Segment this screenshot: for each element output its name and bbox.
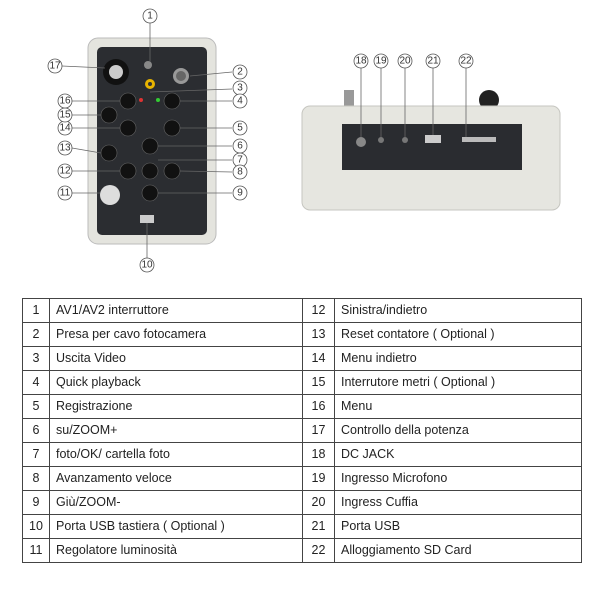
controller-front-view — [87, 37, 217, 245]
item-number: 15 — [302, 370, 335, 395]
item-description: Giù/ZOOM- — [49, 490, 303, 515]
callout-3: 3 — [237, 83, 243, 94]
callout-8: 8 — [237, 167, 243, 178]
item-number: 4 — [22, 370, 50, 395]
callout-11: 11 — [60, 188, 71, 199]
item-description: Presa per cavo fotocamera — [49, 322, 303, 347]
item-number: 17 — [302, 418, 335, 443]
item-number: 11 — [22, 538, 50, 563]
item-number: 8 — [22, 466, 50, 491]
item-number: 19 — [302, 466, 335, 491]
item-number: 5 — [22, 394, 50, 419]
callout-17: 17 — [49, 61, 61, 72]
item-description: su/ZOOM+ — [49, 418, 303, 443]
item-description: Ingress Cuffia — [334, 490, 582, 515]
item-number: 1 — [22, 298, 50, 323]
callout-7: 7 — [237, 155, 243, 166]
item-number: 7 — [22, 442, 50, 467]
item-description: Avanzamento veloce — [49, 466, 303, 491]
item-description: Regolatore luminosità — [49, 538, 303, 563]
item-number: 9 — [22, 490, 50, 515]
callout-19: 19 — [375, 56, 387, 67]
callout-2: 2 — [237, 67, 243, 78]
device-diagram: 1 2 3 4 5 6 7 8 9 10 11 12 13 14 15 16 1… — [47, 8, 561, 273]
item-description: AV1/AV2 interruttore — [49, 298, 303, 323]
callout-13: 13 — [59, 143, 71, 154]
callout-6: 6 — [237, 141, 243, 152]
item-number: 2 — [22, 322, 50, 347]
callout-5: 5 — [237, 123, 243, 134]
callout-18: 18 — [355, 56, 367, 67]
item-description: Porta USB — [334, 514, 582, 539]
item-description: Reset contatore ( Optional ) — [334, 322, 582, 347]
item-number: 16 — [302, 394, 335, 419]
item-description: Porta USB tastiera ( Optional ) — [49, 514, 303, 539]
callout-20: 20 — [399, 56, 411, 67]
item-description: Menu indietro — [334, 346, 582, 371]
item-number: 14 — [302, 346, 335, 371]
item-description: Menu — [334, 394, 582, 419]
callout-12: 12 — [59, 166, 71, 177]
item-description: Interrutore metri ( Optional ) — [334, 370, 582, 395]
item-description: Uscita Video — [49, 346, 303, 371]
callout-4: 4 — [237, 96, 243, 107]
item-description: Alloggiamento SD Card — [334, 538, 582, 563]
callout-10: 10 — [141, 260, 153, 271]
controller-side-view — [301, 90, 561, 211]
callout-9: 9 — [237, 188, 243, 199]
item-description: Quick playback — [49, 370, 303, 395]
item-number: 6 — [22, 418, 50, 443]
callout-15: 15 — [59, 110, 71, 121]
callout-22: 22 — [460, 56, 472, 67]
item-number: 21 — [302, 514, 335, 539]
item-description: Registrazione — [49, 394, 303, 419]
callout-1: 1 — [147, 11, 153, 22]
callout-14: 14 — [59, 123, 71, 134]
item-number: 10 — [22, 514, 50, 539]
item-description: Sinistra/indietro — [334, 298, 582, 323]
item-description: DC JACK — [334, 442, 582, 467]
item-number: 18 — [302, 442, 335, 467]
item-description: Controllo della potenza — [334, 418, 582, 443]
item-number: 22 — [302, 538, 335, 563]
item-number: 13 — [302, 322, 335, 347]
item-number: 20 — [302, 490, 335, 515]
item-description: foto/OK/ cartella foto — [49, 442, 303, 467]
callout-21: 21 — [427, 56, 439, 67]
item-number: 3 — [22, 346, 50, 371]
item-number: 12 — [302, 298, 335, 323]
item-description: Ingresso Microfono — [334, 466, 582, 491]
callout-16: 16 — [59, 96, 71, 107]
